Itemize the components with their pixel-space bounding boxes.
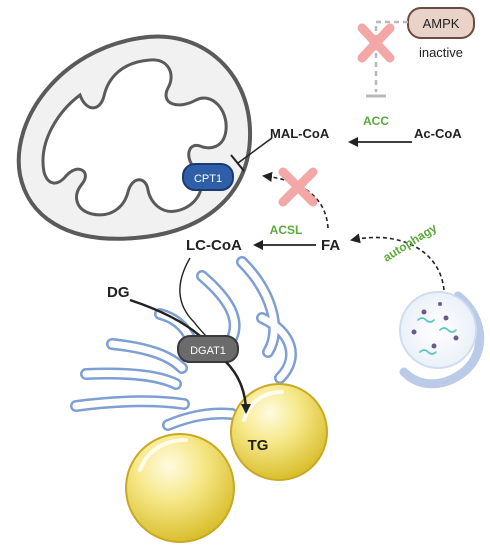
lc-coa-label: LC-CoA	[186, 237, 242, 254]
dgat1-label: DGAT1	[190, 345, 226, 357]
fa-label: FA	[321, 237, 340, 254]
dgat1-to-tg-arrow	[225, 361, 251, 414]
acc-enzyme-label: ACC	[363, 114, 389, 128]
mitochondrion	[16, 34, 253, 241]
ampk-node: AMPK inactive	[407, 7, 475, 60]
lipid-droplet-tg	[230, 383, 328, 481]
inactive-label: inactive	[419, 45, 463, 60]
mal-coa-inhibition-line	[237, 137, 273, 164]
acsl-enzyme-label: ACSL	[270, 223, 303, 237]
tg-label: TG	[248, 437, 269, 454]
lipid-droplet-large	[125, 433, 235, 543]
dg-to-dgat1-line	[129, 298, 201, 337]
ampk-block-cross-icon	[357, 23, 395, 63]
dgat1-enzyme: DGAT1	[177, 335, 239, 363]
autophagosome	[399, 291, 485, 389]
inhibition-bar	[230, 154, 245, 172]
ac-coa-label: Ac-CoA	[414, 126, 462, 141]
fa-block-cross-icon	[278, 167, 318, 207]
ampk-to-acc-dashed	[374, 20, 408, 92]
cpt1-enzyme: CPT1	[182, 163, 234, 191]
mal-coa-label: MAL-CoA	[270, 126, 330, 141]
ampk-label: AMPK	[423, 16, 460, 31]
dg-label: DG	[107, 284, 130, 301]
cpt1-label: CPT1	[194, 173, 222, 185]
